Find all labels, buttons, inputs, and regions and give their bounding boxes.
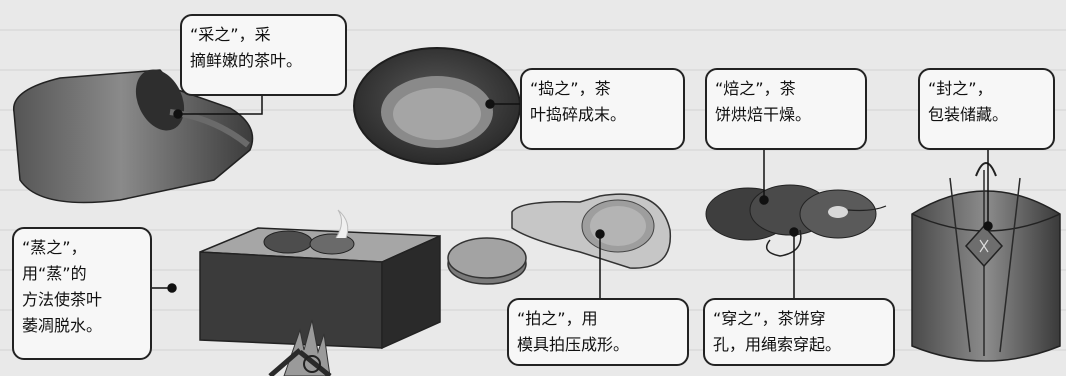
strung-tea-cakes [705, 184, 887, 257]
tea-basket [13, 69, 254, 204]
tea-cake [447, 237, 527, 285]
leader-dot-pai [595, 229, 605, 239]
grinding-bowl [353, 47, 521, 165]
callout-cai: “采之”，采 摘鲜嫩的茶叶。 [180, 14, 347, 96]
callout-feng: “封之”， 包装储藏。 [918, 68, 1055, 150]
leader-cai [178, 96, 263, 115]
leader-dot-zheng [167, 283, 177, 293]
leader-dot-chuan [789, 227, 799, 237]
wrapped-package [911, 162, 1061, 362]
leader-dot-dao [485, 99, 495, 109]
leader-lines [152, 96, 993, 298]
callout-pai: “拍之”，用 模具拍压成形。 [507, 298, 689, 366]
steaming-stove [199, 209, 441, 350]
leader-dot-bei [759, 195, 769, 205]
fire [268, 319, 332, 376]
callout-chuan: “穿之”，茶饼穿 孔，用绳索穿起。 [703, 298, 895, 366]
leader-dot-cai [173, 109, 183, 119]
callout-dao: “捣之”，茶 叶捣碎成末。 [520, 68, 685, 150]
callout-bei: “焙之”，茶 饼烘焙干燥。 [705, 68, 867, 150]
callout-zheng: “蒸之”， 用“蒸”的 方法使茶叶 萎凋脱水。 [12, 227, 152, 360]
leader-dot-feng [983, 221, 993, 231]
tea-mold [511, 193, 672, 269]
